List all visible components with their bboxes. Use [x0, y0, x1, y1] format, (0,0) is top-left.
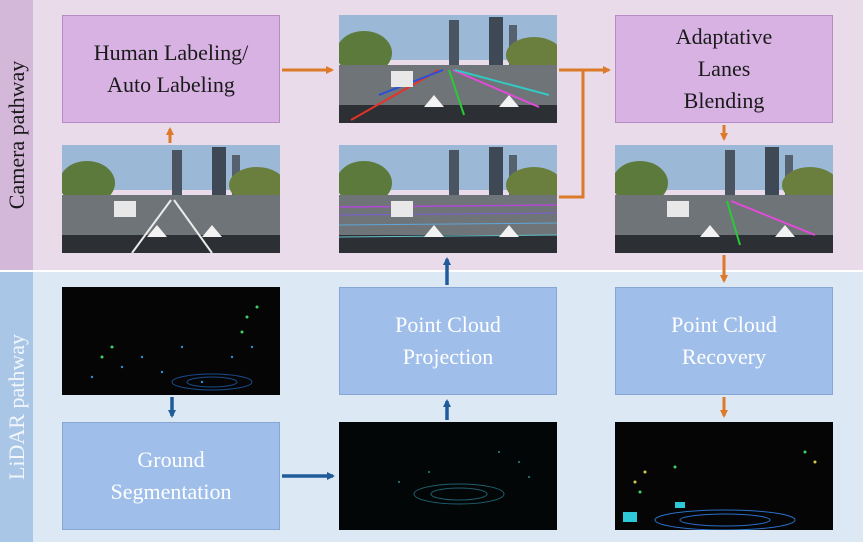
projection-line-1: Point Cloud — [395, 312, 501, 337]
recovery-box: Point Cloud Recovery — [615, 287, 833, 395]
pointcloud-raw — [62, 287, 280, 395]
blending-line-2: Lanes — [697, 56, 751, 81]
road-image-labeled — [339, 15, 557, 123]
labeling-line-1: Human Labeling/ — [93, 40, 249, 65]
segmentation-box: Ground Segmentation — [62, 422, 280, 530]
lidar-pathway-sidebar: LiDAR pathway — [0, 272, 33, 542]
road-image-projected — [339, 145, 557, 253]
blending-line-3: Blending — [683, 88, 765, 113]
blending-box: Adaptative Lanes Blending — [615, 15, 833, 123]
road-image-blended — [615, 145, 833, 253]
arrow-projected-merge — [559, 70, 585, 199]
camera-pathway-sidebar: Camera pathway — [0, 0, 33, 270]
blending-line-1: Adaptative — [675, 24, 773, 49]
pointcloud-ground — [339, 422, 557, 530]
recovery-line-1: Point Cloud — [671, 312, 777, 337]
segmentation-line-2: Segmentation — [110, 479, 232, 504]
segmentation-line-1: Ground — [137, 447, 205, 472]
projection-box: Point Cloud Projection — [339, 287, 557, 395]
recovery-line-2: Recovery — [681, 344, 767, 369]
pointcloud-recovered — [615, 422, 833, 530]
road-image-raw — [62, 145, 280, 253]
labeling-line-2: Auto Labeling — [107, 72, 235, 97]
projection-line-2: Projection — [402, 344, 494, 369]
labeling-box: Human Labeling/ Auto Labeling — [62, 15, 280, 123]
